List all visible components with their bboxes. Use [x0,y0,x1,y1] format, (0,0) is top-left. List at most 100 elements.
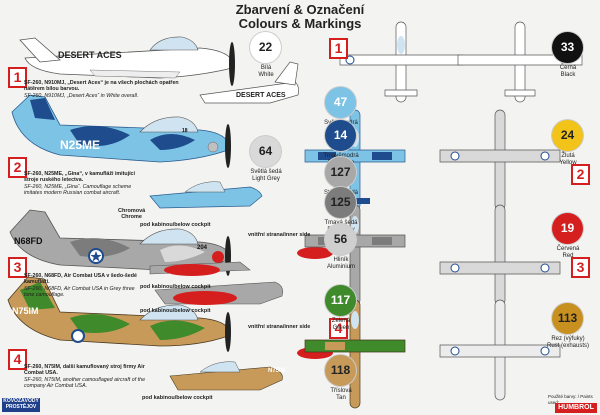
plan-number-1: 1 [329,38,348,59]
plan-number-4: 4 [329,318,348,339]
profile-number-1: 1 [8,67,27,88]
profile-1-registration: DESERT ACES [58,50,122,60]
profile-2-side-view [149,181,263,209]
colour-caption-113: Rez (výfuky)Rust (exhausts) [538,336,598,350]
colour-chip-24: 24 [552,120,583,151]
colour-name-cz: Hliník [333,257,349,263]
profile-4-desc-italic: SF-260, N75IM, another camouflaged aircr… [24,376,146,390]
profile-1-desc-italic: SF-260, N910MJ, „Desert Aces“ in White o… [24,92,139,99]
colour-chip-127: 127 [325,157,356,188]
colour-chip-47: 47 [325,87,356,118]
profile-3-desc-bold: SF-260, N68FD, Air Combat USA v šedo-šed… [24,273,137,286]
profile-1-aircraft [19,36,235,86]
colour-name-en: Black [560,72,576,78]
profile-1-tail-view [199,61,299,104]
profile-4-registration: N75IM [12,306,39,316]
profile-1-desc-bold: SF-260, N910MJ, „Desert Aces“ je na všec… [24,80,179,93]
profile-1-description: SF-260, N910MJ, „Desert Aces“ je na všec… [24,80,189,99]
profile-3-description: SF-260, N68FD, Air Combat USA v šedo-šed… [24,273,142,299]
profile-number-2: 2 [8,157,27,178]
colour-name-cz: Tmavěmodrá [323,153,359,159]
inner-side-label-2: vnitřní strana/inner side [248,324,311,330]
colour-chip-14: 14 [325,120,356,151]
plan-view-4-bottom [439,299,561,401]
inner-side-label-1: vnitřní strana/inner side [248,232,311,238]
colour-name-cz: Zelená [331,318,351,324]
colour-chip-33: 33 [552,32,583,63]
colour-name-cz: Rez (výfuky) [551,336,585,342]
title-czech: Zbarvení & Označení [235,2,365,17]
profile-number-4: 4 [8,349,27,370]
colour-name-cz: Tmavá šedá [324,220,358,226]
company-name-2: PROSTĚJOV [5,404,37,410]
profile-4-description: SF-260, N75IM, další kamuflovaný stroj f… [24,364,159,390]
colour-chip-117: 117 [325,285,356,316]
profile-3-side-number: 204 [197,245,208,251]
profile-4-tail-text: N75IM [268,368,286,374]
profile-2-description: SF-260, N25ME, „Gina“, v kamufláži imitu… [24,171,144,197]
colour-chip-19: 19 [552,213,583,244]
colour-chip-125: 125 [325,187,356,218]
below-cockpit-label-4: pod kabinou/below cockpit [142,395,213,401]
colour-name-en: Aluminium [326,264,355,270]
chrome-label-en: Chrome [121,214,142,220]
colour-name-en: Yellow [559,160,577,166]
profile-3-registration: N68FD [14,236,43,246]
top-view-number-2: 2 [571,164,590,185]
plan-view-1 [339,21,463,103]
profile-3-belly-views [149,247,333,305]
colour-name-en: Red [562,253,574,259]
plan-view-1-bottom [457,21,583,103]
paints-used-label: Použité barvy: / Paints used: [548,394,593,406]
profile-3-desc-italic: SF-260, N68FD, Air Combat USA in Grey th… [24,285,135,299]
plan-view-3-bottom [439,204,561,306]
profile-2-registration: N25ME [60,138,101,152]
chrome-label: Chromová Chrome [118,208,145,220]
humbrol-logo: HUMBROL [555,403,597,413]
below-cockpit-label-1: pod kabinou/below cockpit [140,222,211,228]
colour-name-cz: Bílá [260,65,272,71]
colour-chip-113: 113 [552,303,583,334]
below-cockpit-label-2: pod kabinou/below cockpit [140,284,211,290]
colour-name-cz: Světlá šedá [250,169,282,175]
colour-chip-118: 118 [325,355,356,386]
profile-number-3: 3 [8,257,27,278]
colour-name-en: Green [332,325,350,331]
plan-view-2-bottom [439,109,561,211]
profile-1-tail-text: DESERT ACES [236,92,286,99]
colour-name-cz: Žlutá [561,153,575,159]
colour-chip-22: 22 [250,32,281,63]
profile-3-aircraft [9,209,231,276]
profile-4-side-view [169,347,333,391]
profile-2-aircraft [11,94,231,168]
company-name-1: KOVOZÁVODY [3,398,39,404]
colour-name-en: Tan [336,395,346,401]
colour-chip-64: 64 [250,136,281,167]
colour-name-cz: Černá [559,65,577,71]
profile-4-aircraft [7,276,231,352]
profile-2-nose-text: 18 [182,128,188,134]
kovozavody-logo: KOVOZÁVODY PROSTĚJOV [2,398,40,412]
below-cockpit-label-3: pod kabinou/below cockpit [140,308,211,314]
colour-name-en: White [258,72,274,78]
colour-name-en: Rust (exhausts) [546,343,589,349]
profile-2-desc-italic: SF-260, N25ME, „Gina“. Camouflage scheme… [24,183,132,197]
colour-name-cz: Červená [556,246,580,252]
colour-name-en: Light Grey [252,176,280,182]
chrome-label-cz: Chromová [118,208,146,214]
colour-chip-56: 56 [325,224,356,255]
profile-4-desc-bold: SF-260, N75IM, další kamuflovaný stroj f… [24,364,145,377]
top-view-number-3: 3 [571,257,590,278]
profile-2-desc-bold: SF-260, N25ME, „Gina“, v kamufláži imitu… [24,171,135,184]
title-english: Colours & Markings [238,16,362,31]
plan-view-4 [304,299,406,409]
